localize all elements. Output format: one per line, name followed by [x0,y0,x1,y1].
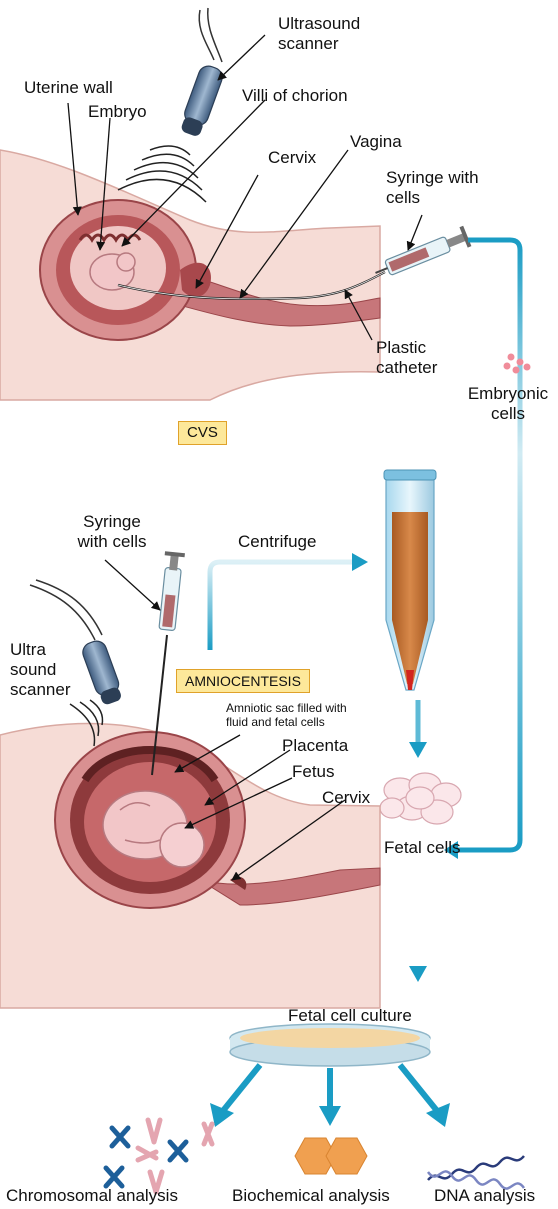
analysis-arrows [222,1065,438,1112]
dna-helix-icon [428,1156,524,1189]
label-cervix-top: Cervix [268,148,316,168]
embryonic-cells-route [455,240,520,850]
label-fetal-cells: Fetal cells [384,838,461,858]
embryonic-cells-dots [504,354,531,374]
label-placenta: Placenta [282,736,348,756]
centrifuge-tube [384,470,436,690]
label-dna-analysis: DNA analysis [434,1186,535,1206]
cvs-syringe [371,226,471,283]
label-vagina: Vagina [350,132,402,152]
label-chromosomal-analysis: Chromosomal analysis [6,1186,178,1206]
label-embryonic-cells: Embryonic cells [458,384,558,424]
label-cvs-box: CVS [178,421,227,445]
label-embryo: Embryo [88,102,147,122]
label-syringe-with-cells-top: Syringe with cells [386,168,479,208]
cvs-ultrasound-probe [178,8,225,138]
cvs-embryo [90,253,135,290]
label-ultra-sound-scanner: Ultra sound scanner [10,640,70,700]
label-uterine-wall: Uterine wall [24,78,113,98]
chromosomes-icon [106,1120,212,1192]
centrifuge-arrow [210,562,355,650]
label-villi-of-chorion: Villi of chorion [242,86,348,106]
label-centrifuge: Centrifuge [238,532,316,552]
label-biochemical-analysis: Biochemical analysis [232,1186,390,1206]
label-cervix-bottom: Cervix [322,788,370,808]
petri-dish [230,1024,430,1066]
label-amniocentesis-box: AMNIOCENTESIS [176,669,310,693]
label-syringe-with-cells-bottom: Syringe with cells [72,512,152,552]
label-amniotic-sac: Amniotic sac filled with fluid and fetal… [226,701,347,729]
fetal-cells-cluster [380,773,461,824]
label-fetal-cell-culture: Fetal cell culture [288,1006,412,1026]
label-plastic-catheter: Plastic catheter [376,338,437,378]
label-ultrasound-scanner: Ultrasound scanner [278,14,360,54]
hexagons-icon [295,1138,367,1174]
amnio-syringe [157,551,185,631]
label-fetus: Fetus [292,762,335,782]
